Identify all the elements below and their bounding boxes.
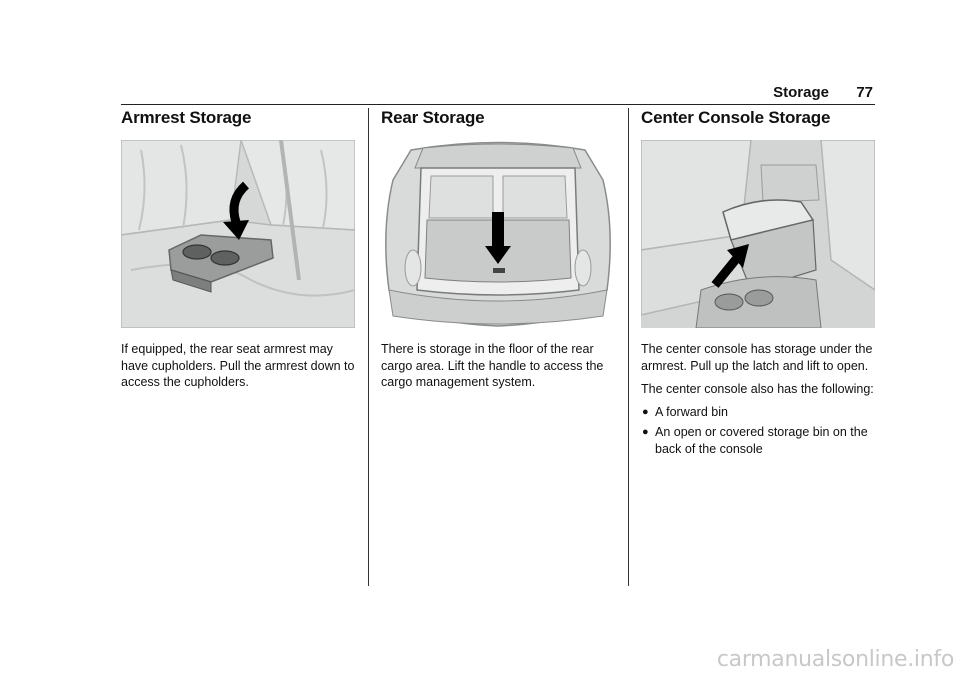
armrest-illustration — [121, 140, 355, 328]
paragraph: There is storage in the floor of the rea… — [381, 342, 604, 389]
column-divider — [628, 108, 629, 586]
section-title: Storage — [773, 84, 829, 101]
center-console-storage-section: Center Console Storage The center consol… — [641, 108, 875, 461]
paragraph: The center console has storage under the… — [641, 342, 873, 373]
section-heading: Armrest Storage — [121, 108, 252, 127]
page-header: Storage 77 — [121, 82, 875, 105]
paragraph: If equipped, the rear seat armrest may h… — [121, 342, 355, 389]
section-heading: Rear Storage — [381, 108, 485, 127]
watermark-link[interactable]: carmanualsonline.info — [716, 647, 954, 672]
armrest-storage-section: Armrest Storage If equipped, the rear se… — [121, 108, 355, 391]
paragraph: The center console also has the followin… — [641, 382, 874, 396]
list-item: ●An open or covered storage bin on the b… — [642, 425, 868, 456]
rear-storage-section: Rear Storage There is storage in the flo… — [381, 108, 615, 391]
page-number: 77 — [856, 84, 873, 101]
feature-list: ●A forward bin ●An open or covered stora… — [641, 404, 875, 458]
center-console-illustration — [641, 140, 875, 328]
bullet-icon: ● — [642, 405, 649, 418]
list-item: ●A forward bin — [642, 404, 728, 419]
bullet-icon: ● — [642, 426, 649, 438]
section-heading: Center Console Storage — [641, 108, 831, 127]
column-divider — [368, 108, 369, 586]
cargo-area-illustration — [381, 140, 615, 328]
